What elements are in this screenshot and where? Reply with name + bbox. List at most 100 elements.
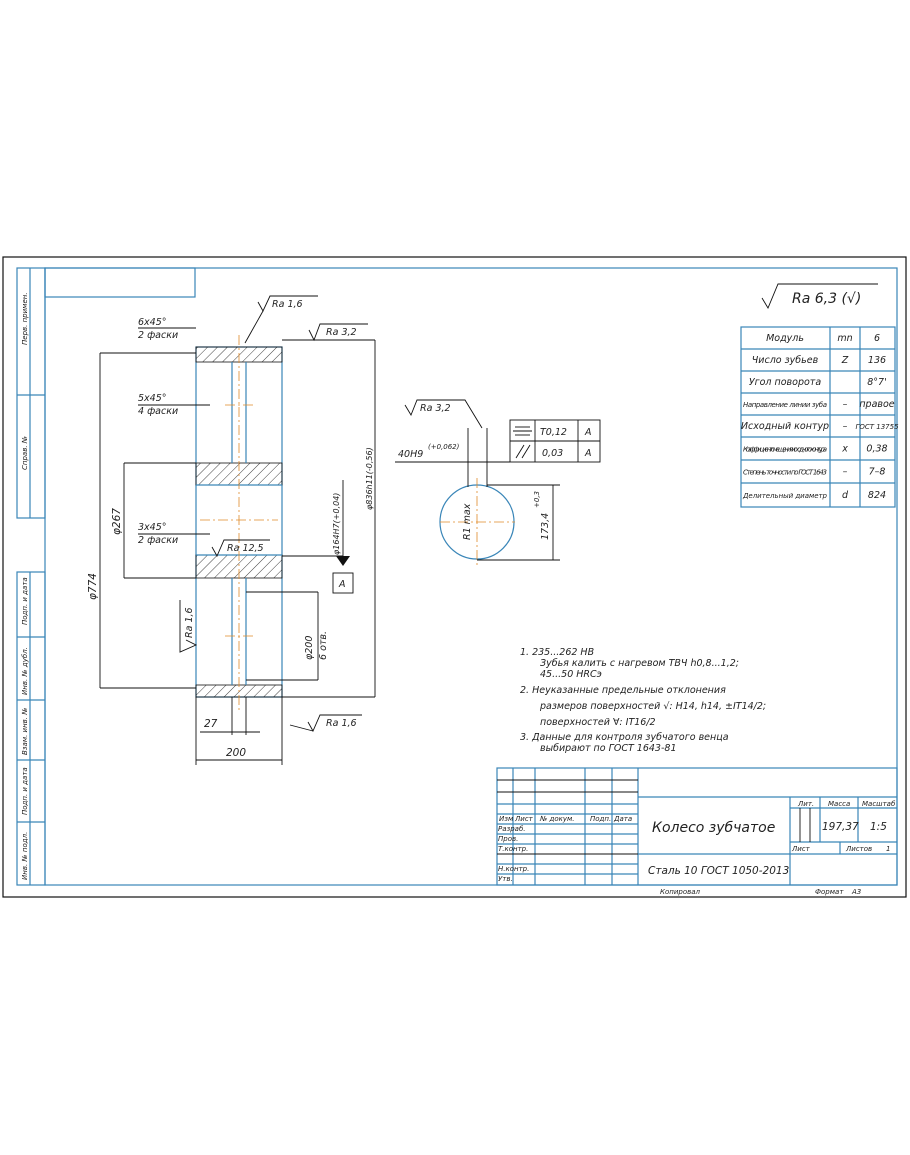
roughness-label: Ra 12,5	[227, 543, 264, 554]
datum-a: A	[338, 579, 346, 590]
dim-836: φ836h11(-0,56)	[365, 447, 374, 510]
svg-text:Ra 6,3 (√): Ra 6,3 (√)	[792, 291, 861, 307]
tolerance-datum: A	[584, 448, 592, 459]
stamp-label: Справ. №	[21, 436, 29, 470]
tolerance-datum: A	[584, 427, 592, 438]
param-symbol: d	[842, 490, 849, 501]
chamfer-label: 2 фаски	[138, 330, 178, 341]
dim-200-dia: φ200	[304, 636, 315, 660]
roughness-label: Ra 1,6	[272, 299, 303, 310]
roughness-label: Ra 3,2	[420, 403, 451, 414]
chamfer-label: 4 фаски	[138, 406, 178, 417]
param-name: Коэффициент смещения исходного контура	[743, 446, 827, 454]
sheets-label: Листов	[845, 845, 872, 853]
stamp-label: Перв. примен.	[21, 292, 29, 345]
tb-header: Лист	[514, 815, 534, 823]
chamfer-label: 6x45°	[138, 317, 167, 328]
keyway-width: 40H9	[398, 449, 423, 460]
stamp-label: Инв. № дубл.	[21, 647, 29, 695]
technical-notes: 1. 235...262 HB Зубья калить с нагревом …	[520, 647, 766, 754]
symmetry-icon	[513, 426, 532, 436]
dim-774: φ774	[87, 573, 99, 600]
parallelism-icon	[515, 444, 531, 459]
tb-role: Разраб.	[498, 825, 526, 833]
param-value: 0,38	[866, 444, 887, 455]
keyway-width-tol: (+0,062)	[428, 443, 460, 451]
keyway-depth-tol: +0,3	[533, 491, 541, 508]
param-name: Угол поворота	[749, 377, 821, 388]
general-roughness: Ra 6,3 (√)	[761, 283, 878, 309]
title-block: Изм Лист № докум. Подп. Дата Разраб. Про…	[496, 767, 898, 896]
material: Сталь 10 ГОСТ 1050-2013	[648, 865, 789, 877]
dim-200-width: 200	[226, 747, 246, 759]
roughness-label: Ra 1,6	[326, 718, 357, 729]
note-line: поверхностей ∀: IT16/2	[540, 717, 656, 728]
note-line: 1. 235...262 HB	[520, 647, 594, 658]
sheet-label: Лист	[791, 845, 811, 853]
param-symbol: mn	[837, 333, 852, 344]
dim-267: φ267	[111, 508, 123, 535]
holes-count: 6 отв.	[318, 631, 329, 660]
note-line: размеров поверхностей √: H14, h14, ±IT14…	[539, 701, 766, 712]
note-line: Зубья калить с нагревом ТВЧ h0,8...1,2;	[540, 658, 739, 669]
note-line: 45...50 HRCэ	[540, 669, 602, 680]
sheets-value: 1	[886, 845, 890, 853]
sheet-border	[2, 256, 907, 898]
stamp-label: Взам. инв. №	[21, 707, 29, 755]
format-label: Формат	[815, 888, 844, 896]
param-name: Направление линии зуба	[743, 401, 827, 409]
param-symbol: –	[843, 399, 848, 410]
mass-value: 197,37	[822, 821, 859, 833]
param-value: ГОСТ 13755	[855, 423, 899, 431]
param-name: Исходный контур	[741, 421, 829, 432]
tb-header: Дата	[613, 815, 632, 823]
param-value: 136	[868, 355, 886, 366]
keyway-radius: R1 max	[462, 503, 473, 540]
chamfer-label: 2 фаски	[138, 535, 178, 546]
top-left-box	[44, 267, 196, 298]
tb-header: Подп.	[590, 815, 611, 823]
note-line: 2. Неуказанные предельные отклонения	[520, 685, 726, 696]
tb-role: Н.контр.	[498, 865, 529, 873]
param-symbol: –	[843, 467, 848, 478]
scale-label: Масштаб	[862, 800, 896, 808]
param-value: 6	[874, 333, 880, 344]
keyway-depth: 173,4	[540, 513, 551, 540]
roughness-label: Ra 1,6	[184, 607, 195, 638]
param-value: 824	[868, 490, 886, 501]
copied-label: Копировал	[660, 888, 701, 896]
param-name: Делительный диаметр	[742, 492, 828, 500]
tb-header: № докум.	[539, 815, 575, 823]
stamp-label: Инв. № подл.	[21, 832, 29, 880]
dim-164: φ164H7(+0,04)	[332, 493, 341, 555]
tb-role: Т.контр.	[498, 845, 528, 853]
tolerance-value: T0,12	[540, 427, 567, 438]
param-name: Степень точности по ГОСТ 1643	[743, 469, 827, 477]
tb-header: Изм	[499, 815, 514, 823]
param-symbol: Z	[841, 355, 849, 366]
stamp-label: Подп. и дата	[21, 577, 29, 625]
part-title: Колесо зубчатое	[652, 820, 775, 836]
param-name: Модуль	[766, 333, 804, 344]
param-symbol: x	[841, 444, 848, 455]
param-value: 8°7'	[867, 377, 886, 388]
stamp-label: Подп. и дата	[21, 767, 29, 815]
keyway-view: 40H9 (+0,062) Ra 3,2 R1 max 173,4 +0,3 T…	[395, 399, 601, 566]
param-name: Число зубьев	[752, 355, 819, 366]
dim-27: 27	[204, 718, 218, 730]
side-stamps: Перв. примен. Справ. № Подп. и дата Инв.…	[16, 267, 46, 886]
note-line: 3. Данные для контроля зубчатого венца	[520, 732, 729, 743]
param-value: правое	[859, 399, 894, 410]
format-value: А3	[851, 888, 861, 896]
tb-role: Утв.	[498, 875, 513, 883]
mass-label: Масса	[828, 800, 850, 808]
gear-section-view: φ774 φ267 φ836h11(-0,56) φ164H7(+0,04) A…	[87, 295, 376, 765]
chamfer-label: 5x45°	[138, 393, 167, 404]
tolerance-value: 0,03	[542, 448, 563, 459]
param-symbol: –	[843, 421, 848, 432]
note-line: выбирают по ГОСТ 1643-81	[540, 743, 677, 754]
roughness-label: Ra 3,2	[326, 327, 357, 338]
param-value: 7–8	[869, 467, 886, 478]
